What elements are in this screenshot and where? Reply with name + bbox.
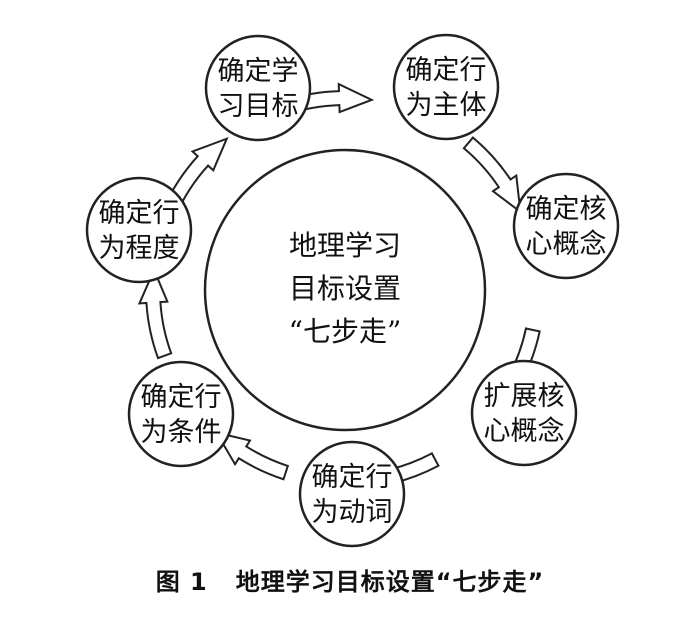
step-node-7: 确定行 为程度: [85, 176, 193, 284]
step-circle-1: [204, 34, 312, 142]
step-node-5: 确定行 为动词: [298, 440, 406, 548]
step-circle-7: [85, 176, 193, 284]
step-3-line-1: 确定核: [526, 194, 607, 225]
arrow-2-to-3: [462, 136, 522, 215]
step-5-line-2: 为动词: [312, 497, 393, 528]
step-7-line-1: 确定行: [99, 198, 180, 229]
step-circle-3: [512, 172, 620, 280]
figure-caption: 图 1 地理学习目标设置“七步走”: [0, 562, 700, 602]
step-circle-2: [392, 33, 500, 141]
step-1-line-1: 确定学: [218, 56, 299, 87]
step-node-6: 确定行 为条件: [127, 360, 235, 468]
center-line-1: 地理学习: [289, 229, 401, 262]
arrow-6-to-7: [137, 267, 173, 360]
center-line-3: “七步走”: [289, 315, 402, 348]
step-node-2: 确定行 为主体: [392, 33, 500, 141]
step-4-line-2: 心概念: [484, 416, 565, 447]
step-circle-5: [298, 440, 406, 548]
figure-title: 地理学习目标设置“七步走”: [235, 568, 545, 596]
step-4-line-1: 扩展核: [484, 381, 565, 412]
step-node-3: 确定核 心概念: [512, 172, 620, 280]
step-circle-6: [127, 360, 235, 468]
step-circle-4: [470, 359, 578, 467]
arrow-5-to-6: [214, 431, 290, 481]
step-1-line-2: 习目标: [218, 91, 299, 122]
step-2-line-2: 为主体: [406, 90, 487, 121]
step-3-line-2: 心概念: [526, 229, 607, 260]
figure-number: 图 1: [155, 568, 208, 596]
step-5-line-1: 确定行: [312, 462, 393, 493]
step-7-line-2: 为程度: [99, 233, 180, 264]
center-line-2: 目标设置: [289, 272, 401, 305]
step-2-line-1: 确定行: [406, 55, 487, 86]
step-6-line-1: 确定行: [141, 382, 222, 413]
step-node-4: 扩展核 心概念: [470, 359, 578, 467]
step-6-line-2: 为条件: [141, 417, 222, 448]
center-circle: [203, 148, 487, 432]
step-node-1: 确定学 习目标: [204, 34, 312, 142]
